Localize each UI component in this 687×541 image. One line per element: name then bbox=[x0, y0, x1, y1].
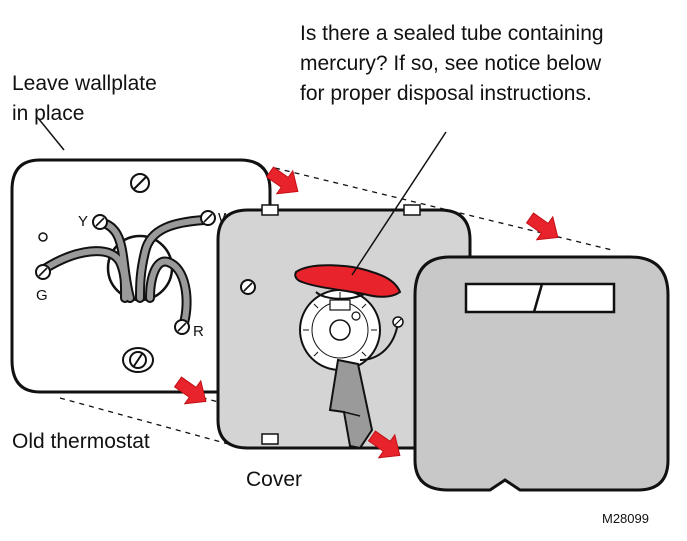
red-arrows bbox=[173, 166, 559, 459]
top-screw-icon bbox=[130, 173, 150, 193]
mercury-note-line: Is there a sealed tube containing bbox=[300, 22, 604, 45]
thermostat-cover bbox=[413, 255, 670, 492]
arrow-icon bbox=[265, 166, 299, 195]
cover-display-needle bbox=[532, 283, 544, 313]
anticipator-lever bbox=[328, 358, 374, 450]
cover-label: Cover bbox=[246, 468, 302, 491]
wallplate-note-line: Leave wallplate bbox=[12, 72, 157, 95]
old-thermostat-label: Old thermostat bbox=[12, 430, 150, 453]
lever-screw-icon bbox=[392, 316, 404, 328]
base-screw-icon bbox=[240, 279, 256, 295]
figure-id: M28099 bbox=[602, 511, 649, 526]
base-tab bbox=[261, 204, 279, 216]
bottom-screw-icon bbox=[122, 347, 154, 373]
arrow-icon bbox=[173, 376, 207, 405]
thermostat-base bbox=[216, 204, 472, 450]
terminal-screw-g bbox=[35, 264, 51, 280]
terminal-screw-r bbox=[174, 319, 190, 335]
terminal-screw-w bbox=[200, 210, 216, 226]
mercury-tube bbox=[294, 264, 402, 298]
mercury-note-line: for proper disposal instructions. bbox=[300, 82, 592, 105]
terminal-label-g: G bbox=[36, 287, 48, 304]
lever-wire bbox=[359, 321, 399, 361]
mercury-note: Is there a sealed tube containing mercur… bbox=[300, 22, 604, 105]
thermostat-coil-dial bbox=[299, 289, 381, 371]
callout-line bbox=[351, 131, 447, 276]
base-tab bbox=[403, 204, 421, 216]
terminal-label-y: Y bbox=[78, 213, 88, 230]
wallplate: Y W G R bbox=[10, 158, 272, 394]
terminal-label-r: R bbox=[193, 323, 204, 340]
mercury-note-line: mercury? If so, see notice below bbox=[300, 52, 602, 75]
wallplate-note-line: in place bbox=[12, 102, 84, 125]
terminal-screw-y bbox=[92, 214, 108, 230]
thermostat-wires bbox=[41, 215, 209, 328]
wallplate-note: Leave wallplate in place bbox=[12, 72, 157, 125]
wallplate-callout-line bbox=[37, 117, 65, 151]
arrow-icon bbox=[367, 430, 401, 459]
base-tab bbox=[261, 433, 279, 445]
arrow-icon bbox=[525, 212, 559, 241]
empty-terminal-hole bbox=[38, 232, 48, 242]
